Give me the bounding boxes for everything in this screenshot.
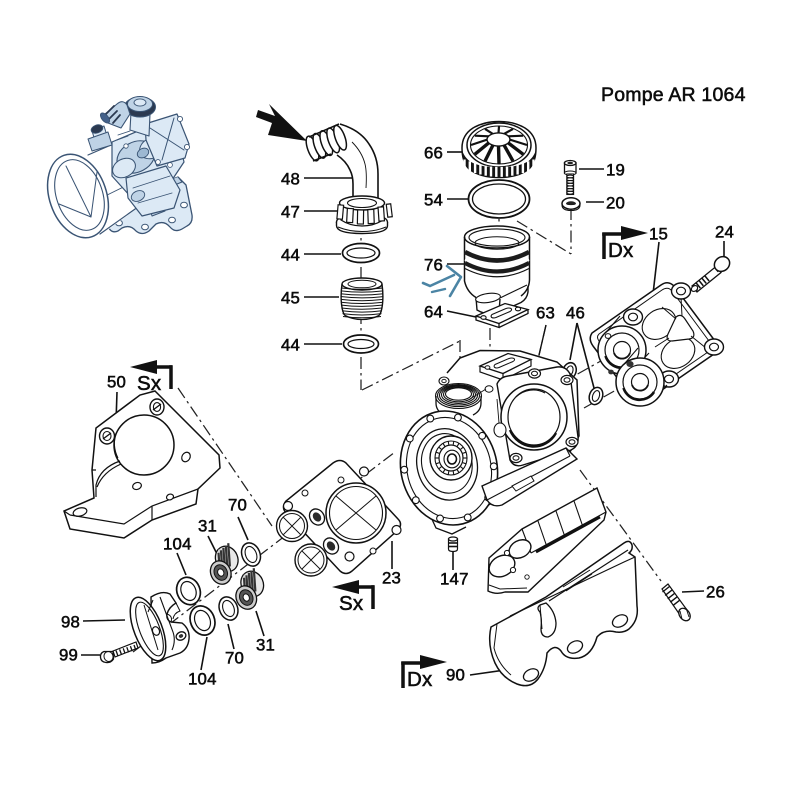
svg-text:76: 76 (424, 255, 443, 274)
svg-text:54: 54 (424, 190, 443, 209)
svg-text:31: 31 (256, 635, 275, 654)
svg-text:44: 44 (281, 335, 300, 354)
svg-text:24: 24 (715, 222, 734, 241)
svg-text:44: 44 (281, 245, 300, 264)
svg-text:Sx: Sx (137, 372, 162, 395)
svg-text:50: 50 (107, 372, 126, 391)
svg-text:26: 26 (706, 582, 725, 601)
svg-text:99: 99 (59, 645, 78, 664)
svg-text:64: 64 (424, 302, 443, 321)
svg-text:104: 104 (188, 669, 217, 688)
svg-text:Pompe AR 1064: Pompe AR 1064 (601, 84, 746, 106)
svg-text:98: 98 (61, 612, 80, 631)
svg-text:63: 63 (536, 303, 555, 322)
svg-text:48: 48 (281, 169, 300, 188)
svg-text:Dx: Dx (407, 668, 433, 691)
svg-text:20: 20 (606, 193, 625, 212)
svg-text:66: 66 (424, 143, 443, 162)
svg-text:104: 104 (163, 534, 192, 553)
svg-text:46: 46 (566, 303, 585, 322)
svg-text:Sx: Sx (339, 592, 364, 615)
svg-text:70: 70 (228, 495, 247, 514)
svg-text:31: 31 (198, 516, 217, 535)
svg-text:45: 45 (281, 288, 300, 307)
svg-text:15: 15 (649, 224, 668, 243)
svg-text:70: 70 (225, 648, 244, 667)
svg-text:147: 147 (440, 569, 469, 588)
svg-text:Dx: Dx (608, 239, 634, 262)
svg-text:23: 23 (382, 568, 401, 587)
svg-text:19: 19 (606, 160, 625, 179)
svg-text:90: 90 (446, 665, 465, 684)
svg-text:47: 47 (281, 202, 300, 221)
